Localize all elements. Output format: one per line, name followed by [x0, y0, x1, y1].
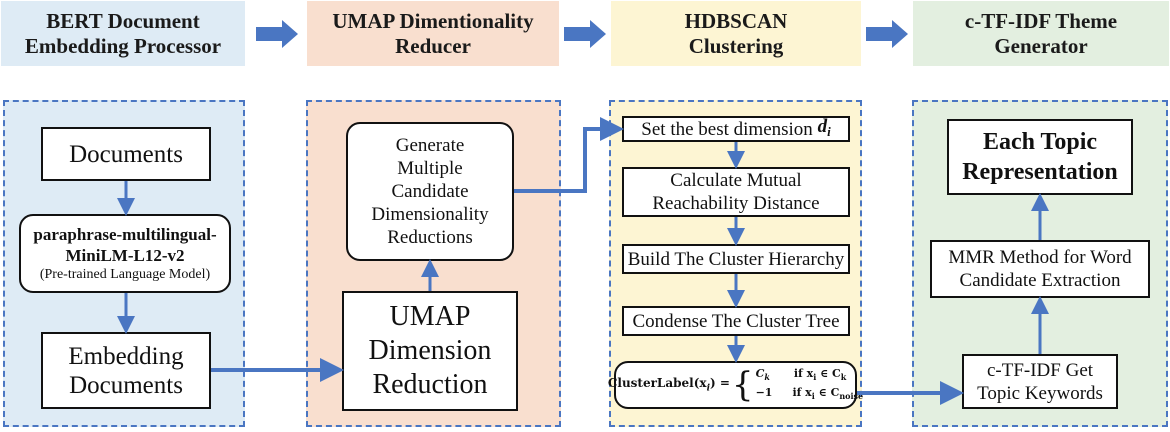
documents-label: Documents	[69, 140, 183, 168]
cluster-hierarchy-box: Build The Cluster Hierarchy	[622, 244, 850, 274]
header-ctfidf: c-TF-IDF Theme Generator	[913, 1, 1169, 66]
label-cases: Ck if xi ∈ Ck −1 if xi ∈ Cnoise	[755, 366, 864, 402]
generate-candidates-box: Generate Multiple Candidate Dimensionali…	[346, 122, 514, 261]
umap-dimension-reduction-box: UMAP Dimension Reduction	[342, 291, 518, 411]
header-umap: UMAP Dimentionality Reducer	[307, 1, 559, 66]
step1-sub: i	[827, 124, 831, 140]
step1-text: Set the best dimension	[641, 118, 818, 140]
model-note: (Pre-trained Language Model)	[39, 266, 211, 282]
header-hdbscan: HDBSCAN Clustering	[611, 1, 861, 66]
label-fn: ClusterLabel(xi) =	[607, 376, 730, 394]
mmr-extraction-box: MMR Method for Word Candidate Extraction	[930, 240, 1150, 298]
language-model-box: paraphrase-multilingual- MiniLM-L12-v2 (…	[19, 214, 231, 293]
model-name-line2: MiniLM-L12-v2	[65, 245, 185, 265]
topic-representation-box: Each Topic Representation	[947, 119, 1133, 195]
set-best-dimension-box: Set the best dimension di	[622, 116, 850, 142]
embedding-documents-box: Embedding Documents	[41, 332, 211, 409]
embedding-label-line1: Embedding	[68, 342, 184, 370]
embedding-label-line2: Documents	[69, 371, 183, 399]
cluster-label-formula-box: ClusterLabel(xi) = { Ck if xi ∈ Ck −1 if…	[608, 361, 863, 409]
label-brace: {	[731, 365, 754, 405]
header-bert: BERT Document Embedding Processor	[1, 1, 245, 66]
topic-keywords-box: c-TF-IDF Get Topic Keywords	[962, 354, 1118, 409]
model-name-line1: paraphrase-multilingual-	[33, 224, 217, 244]
header-arrow-3	[866, 20, 908, 48]
documents-box: Documents	[41, 127, 211, 181]
arrow-generate-to-hdbscan	[514, 117, 624, 193]
step1-var: d	[817, 115, 828, 137]
header-arrow-2	[564, 20, 606, 48]
condense-tree-box: Condense The Cluster Tree	[622, 306, 850, 336]
header-arrow-1	[256, 20, 298, 48]
mutual-reachability-box: Calculate Mutual Reachability Distance	[622, 167, 850, 217]
